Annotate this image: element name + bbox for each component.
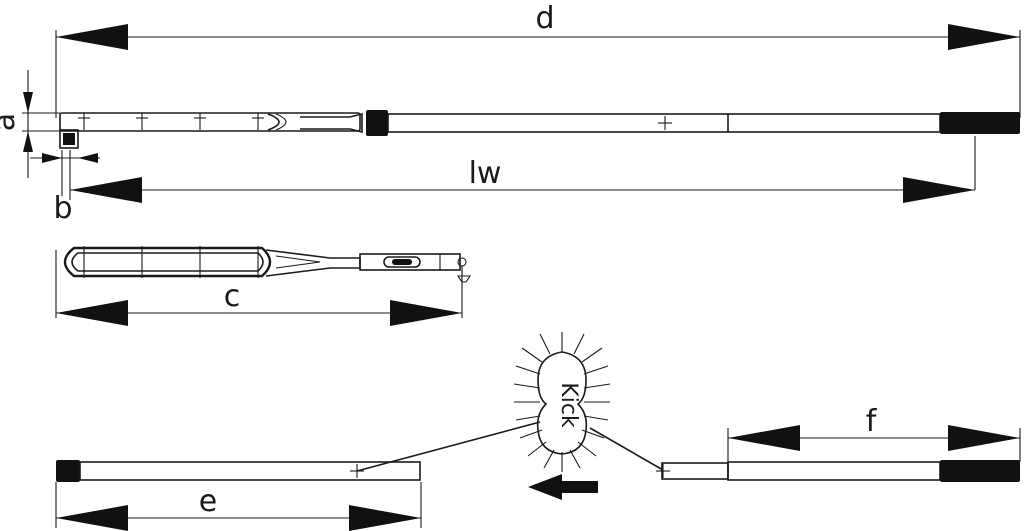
- label-d: d: [535, 1, 554, 36]
- dimension-f: f: [728, 404, 1020, 451]
- label-b: b: [53, 191, 72, 226]
- dimension-lw: lw: [70, 156, 975, 203]
- label-a: a: [0, 113, 22, 131]
- dimension-d: d: [56, 1, 1020, 50]
- direction-arrow-icon: [528, 474, 598, 500]
- wrench-full-view: d: [0, 1, 1021, 226]
- label-lw: lw: [469, 156, 502, 191]
- part-e-view: e: [55, 460, 422, 531]
- dimension-e: e: [56, 484, 421, 531]
- kick-spikes: [513, 332, 611, 472]
- label-kick: Kick: [556, 382, 581, 428]
- dimension-a: a: [0, 70, 60, 178]
- wrench-head-view: c: [55, 246, 472, 326]
- label-e: e: [199, 484, 217, 519]
- kick-illustration: Kick: [356, 332, 664, 500]
- dimension-c: c: [56, 279, 462, 326]
- label-c: c: [224, 279, 241, 314]
- part-f-view: f: [656, 404, 1021, 482]
- scale-marks: [78, 113, 264, 130]
- label-f: f: [866, 404, 878, 439]
- dimension-b: b: [30, 150, 100, 226]
